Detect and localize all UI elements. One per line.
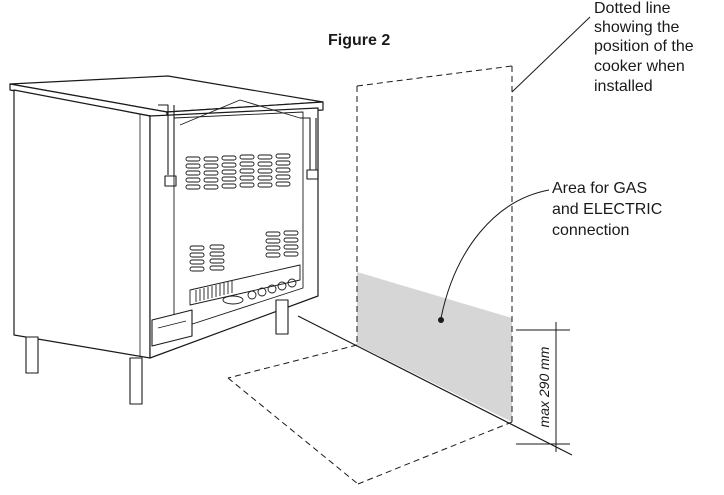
dotted-line-label-line: position of the — [594, 38, 694, 55]
cooker-legs — [25, 299, 289, 405]
dotted-line-leader — [511, 16, 591, 93]
vent-grille-lower — [189, 230, 299, 272]
dotted-line-label-line: installed — [594, 78, 653, 95]
connection-area — [357, 272, 512, 422]
connection-area-leader-dot — [438, 317, 444, 323]
cooker-inner-frame — [173, 111, 304, 331]
connection-area-label-line: connection — [552, 222, 630, 239]
dimension-label: max 290 mm — [536, 346, 552, 427]
floor-footprint-outline — [227, 344, 513, 485]
vent-grille-upper — [185, 153, 291, 190]
figure-title: Figure 2 — [328, 32, 391, 49]
cooker — [9, 75, 324, 405]
cooker-position-outline — [356, 65, 513, 422]
connection-strip — [189, 264, 301, 306]
dotted-line-label-line: showing the — [594, 19, 680, 36]
electrical-box — [151, 309, 193, 347]
wall-floor-line — [297, 315, 573, 456]
connection-area-label-line: Area for GAS — [552, 180, 648, 197]
connection-area-leader — [440, 189, 550, 319]
gas-pipe — [158, 104, 319, 187]
height-dimension — [516, 322, 570, 452]
dotted-line-label-line: cooker when — [594, 58, 685, 75]
cooker-side-panel — [13, 89, 151, 359]
dotted-line-label-line: Dotted line — [594, 0, 671, 17]
connection-area-label-line: and ELECTRIC — [552, 201, 663, 218]
